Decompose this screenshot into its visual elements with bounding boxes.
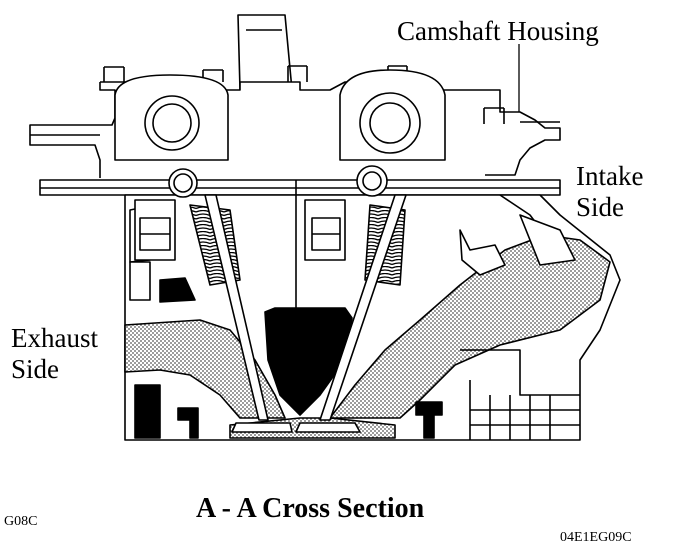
exhaust-valve-train <box>134 168 293 433</box>
intake-valve-train <box>295 165 407 433</box>
figure-code-left: G08C <box>4 514 38 529</box>
figure-code-right: 04E1EG09C <box>560 530 632 545</box>
exhaust-side-label-line1: Exhaust <box>11 323 98 353</box>
cross-section-title: A - A Cross Section <box>196 493 425 524</box>
intake-side-label-line2: Side <box>576 192 625 222</box>
exhaust-side-label-line2: Side <box>11 354 60 384</box>
camshaft-housing-label: Camshaft Housing <box>397 16 599 46</box>
intake-side-label-line1: Intake <box>576 161 644 191</box>
camshaft-housing <box>29 14 561 178</box>
head-deck-line <box>39 179 561 196</box>
